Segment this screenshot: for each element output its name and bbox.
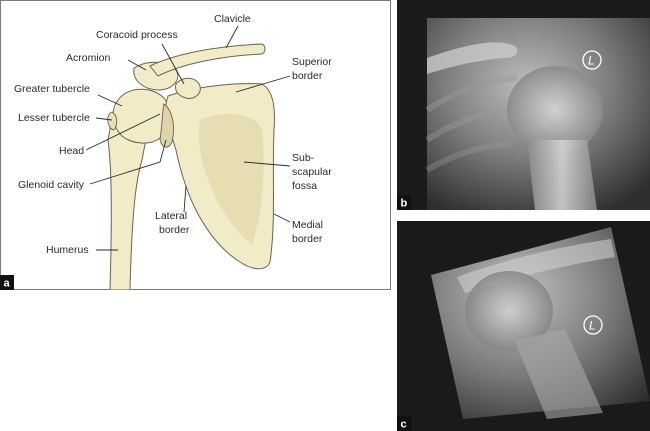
side-marker-c-ring [583,315,603,335]
leader-lateral-border [183,185,187,213]
xray-image-b: L b [397,0,650,210]
panel-tag-c: c [401,419,407,431]
label-subscapular-fossa-3: fossa [292,180,317,192]
label-head: Head [59,145,84,157]
xray-c-humeral-shaft [515,329,603,419]
leader-greater-tubercle [97,94,123,107]
leader-coracoid [161,43,185,85]
leader-medial-border [273,213,291,223]
panel-tag-a: a [4,278,11,290]
shoulder-anatomy-diagram: Clavicle Coracoid process Acromion Super… [0,0,391,290]
panel-tag-c-box [397,416,411,431]
diagram-panel-a: Clavicle Coracoid process Acromion Super… [0,0,391,290]
label-clavicle: Clavicle [214,13,251,25]
label-lateral-border-1: Lateral [155,210,187,222]
label-superior-border-1: Superior [292,56,332,68]
xray-b-humeral-head [507,66,603,154]
xray-b-rib [425,75,518,113]
xray-panel-c: L c [397,221,650,431]
xray-image-c: L c [397,221,650,431]
label-medial-border-1: Medial [292,219,323,231]
glenoid-shape [159,103,175,148]
label-coracoid-process: Coracoid process [96,29,178,41]
leader-glenoid [89,139,167,185]
leader-superior-border [235,75,291,93]
label-medial-border-2: border [292,233,323,245]
label-glenoid-cavity: Glenoid cavity [18,179,85,191]
leader-clavicle [225,25,239,49]
xray-c-humeral-head [465,271,553,351]
panel-tag-b: b [401,198,408,210]
panel-tag-b-box [397,195,411,210]
xray-panel-b: L b [397,0,650,210]
lesser-tubercle-shape [107,111,118,131]
xray-b-humeral-shaft [527,140,597,210]
label-subscapular-fossa-2: scapular [292,166,332,178]
label-lateral-border-2: border [159,224,190,236]
label-lesser-tubercle: Lesser tubercle [18,112,90,124]
leader-lesser-tubercle [95,117,113,121]
side-marker-c: L [589,319,596,333]
label-greater-tubercle: Greater tubercle [14,83,90,95]
side-marker-b: L [588,54,595,68]
label-superior-border-2: border [292,70,323,82]
leader-head [85,113,161,151]
coracoid-shape [175,77,201,99]
label-acromion: Acromion [66,52,111,64]
xray-b-clavicle [427,42,518,74]
clavicle-bone [149,43,266,77]
leader-subscapular-fossa [243,161,291,167]
subscapular-fossa-shade [198,114,264,245]
xray-b-rib [425,107,516,143]
panel-tag-a-box [0,275,14,290]
label-humerus: Humerus [46,244,89,256]
side-marker-b-ring [582,50,602,70]
xray-b-rib [425,141,512,173]
label-subscapular-fossa-1: Sub- [292,152,315,164]
leader-acromion [127,59,147,71]
